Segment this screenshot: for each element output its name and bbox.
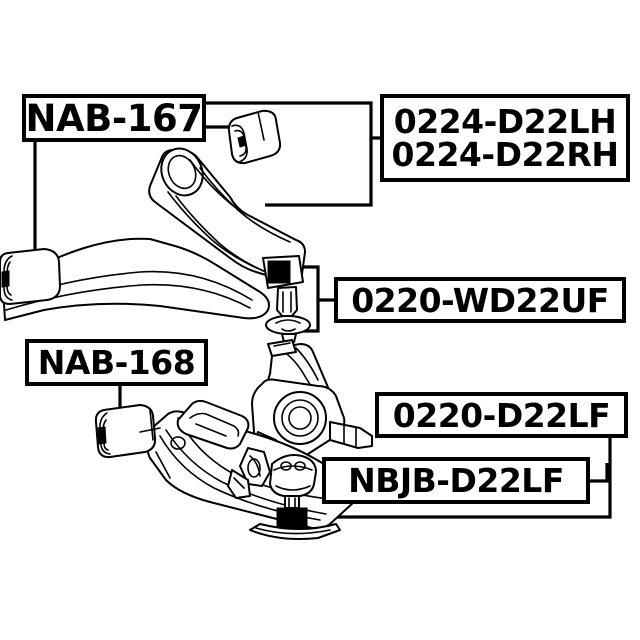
upper-arm-rib-3: [199, 167, 291, 243]
leader-lines: [33, 101, 612, 519]
leader-nbjb-right: [590, 463, 609, 483]
upper-arm-edge-line: [189, 159, 237, 209]
callout-label-nbjb-d22lf: NBJB-D22LF: [348, 461, 564, 500]
callout-label-0220-d22lf: 0220-D22LF: [392, 395, 611, 435]
callout-label-nab-168: NAB-168: [37, 343, 196, 382]
callout-label-0224-d22rh: 0224-D22RH: [391, 135, 619, 174]
leader-0224-lower: [265, 138, 373, 207]
knuckle-lower-detail: [227, 447, 271, 499]
lower-arm-bushing: [94, 404, 157, 459]
upper-arm-rear-bushing: [227, 109, 282, 165]
upper-arm-front-bushing: [0, 248, 61, 305]
callout-nab-168[interactable]: NAB-168: [25, 339, 208, 386]
callout-label-0224-d22lh: 0224-D22LH: [393, 102, 617, 141]
upper-arm-lower-lobe: [2, 237, 270, 321]
upper-arm-front-eye: [160, 147, 204, 197]
lower-ball-joint-block: [276, 507, 308, 531]
upper-arm-rib-2: [175, 195, 283, 279]
callout-nbjb-d22lf[interactable]: NBJB-D22LF: [322, 457, 590, 504]
upper-ball-joint: [262, 255, 311, 343]
upper-control-arm: [0, 109, 306, 321]
ball-joint-dust-boot: [269, 454, 317, 497]
callout-0220-wd22uf[interactable]: 0220-WD22UF: [334, 277, 626, 323]
leader-wd22uf: [292, 265, 334, 302]
callout-nab-167[interactable]: NAB-167: [22, 94, 206, 142]
leader-d22lf: [307, 438, 612, 519]
lower-ball-joint: [249, 454, 341, 540]
callout-label-nab-167: NAB-167: [25, 96, 203, 140]
callout-0224-d22[interactable]: 0224-D22LH 0224-D22RH: [380, 94, 630, 182]
callout-0220-d22lf[interactable]: 0220-D22LF: [375, 392, 628, 438]
callout-label-0220-wd22uf: 0220-WD22UF: [351, 280, 609, 320]
lower-arm-bracket: [176, 399, 250, 450]
leader-0224-bracket: [197, 101, 380, 140]
